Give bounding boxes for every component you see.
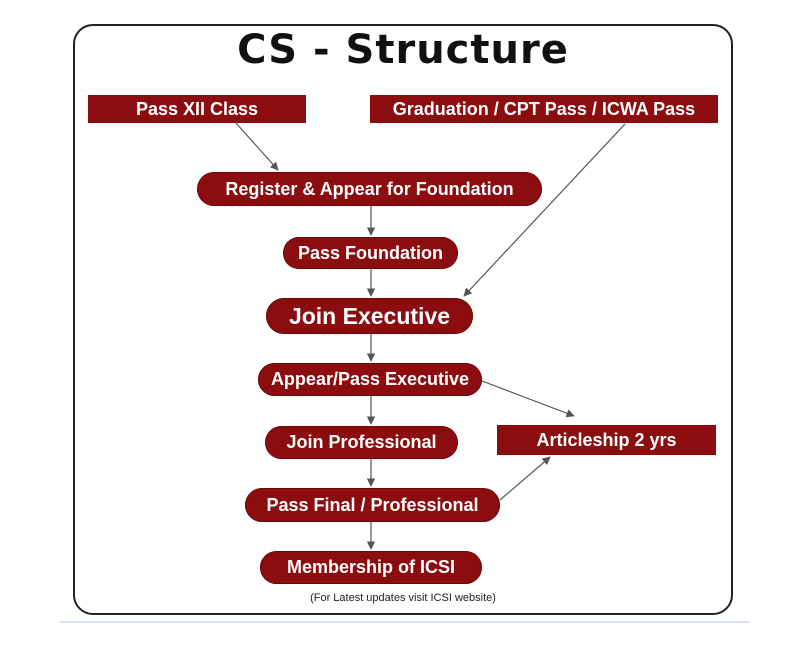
arrow-appear-to-articleship: [481, 380, 575, 418]
node-pass-final-professional: Pass Final / Professional: [245, 488, 500, 522]
node-pass-foundation: Pass Foundation: [283, 237, 458, 269]
node-pass-xii-class: Pass XII Class: [88, 95, 306, 123]
node-register-appear-foundation: Register & Appear for Foundation: [197, 172, 542, 206]
arrow-pass-final-to-articleship: [499, 456, 551, 501]
node-membership-of-icsi: Membership of ICSI: [260, 551, 482, 584]
node-join-executive: Join Executive: [266, 298, 473, 334]
node-join-professional: Join Professional: [265, 426, 458, 459]
bottom-divider: [60, 621, 750, 623]
node-articleship-2-yrs: Articleship 2 yrs: [497, 425, 716, 455]
node-graduation-cpt-icwa: Graduation / CPT Pass / ICWA Pass: [370, 95, 718, 123]
node-appear-pass-executive: Appear/Pass Executive: [258, 363, 482, 396]
footnote: (For Latest updates visit ICSI website): [310, 592, 496, 604]
arrow-graduation-to-executive: [463, 123, 626, 297]
diagram-title: CS - Structure: [237, 27, 569, 73]
arrow-xii-to-register: [235, 122, 279, 171]
